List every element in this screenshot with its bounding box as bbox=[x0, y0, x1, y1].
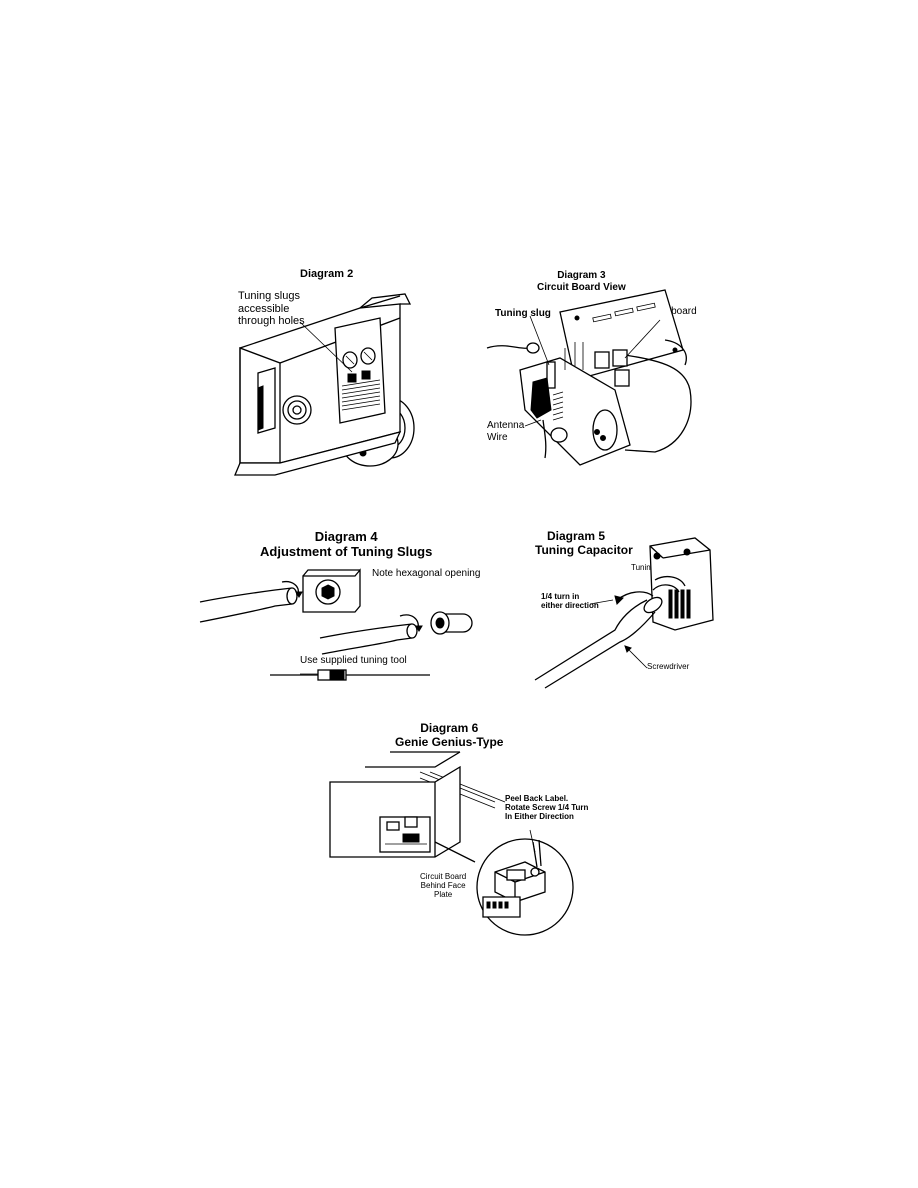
diagram-5-title-line2: Tuning Capacitor bbox=[535, 542, 633, 557]
diagram-4-title: Diagram 4 Adjustment of Tuning Slugs bbox=[260, 529, 433, 560]
antenna-block bbox=[530, 377, 552, 419]
diagram-6-illustration bbox=[329, 751, 574, 936]
diagram-3-title-line2: Circuit Board View bbox=[537, 281, 626, 293]
diagram-3: Diagram 3 Circuit Board View Tuning slug… bbox=[485, 270, 705, 485]
tuning-slugs-label: Tuning slugs accessible through holes bbox=[238, 290, 305, 328]
tuning-slug-label: Tuning slug bbox=[495, 308, 551, 319]
quarter-turn-label-line: 1/4 turn in bbox=[541, 592, 580, 601]
diagram-5-title: Diagram 5 Tuning Capacitor bbox=[535, 529, 633, 558]
diagram-3-title: Diagram 3 Circuit Board View bbox=[537, 270, 626, 293]
diagram-5-illustration bbox=[534, 537, 714, 689]
peel-label-line: Peel Back Label. bbox=[505, 794, 569, 803]
peel-label-line: In Either Direction bbox=[505, 812, 574, 822]
circuit-board-face-plate-line: Circuit Board bbox=[420, 872, 467, 881]
diagram-4-title-line2: Adjustment of Tuning Slugs bbox=[260, 543, 433, 559]
screwdriver-label: Screwdriver bbox=[647, 662, 690, 671]
diagram-6: Diagram 6 Genie Genius-Type Peel Back La… bbox=[325, 721, 595, 937]
antenna-wire-label: Antenna Wire bbox=[487, 420, 524, 443]
diagram-4-title-line1: Diagram 4 bbox=[314, 529, 378, 544]
diagram-2-illustration bbox=[234, 293, 415, 476]
diagram-3-title-line1: Diagram 3 bbox=[557, 270, 606, 281]
diagram-5: Diagram 5 Tuning Capacitor Tuning capaci… bbox=[534, 529, 725, 690]
diagram-4-illustration bbox=[199, 568, 473, 681]
tuning-tool-note: Use supplied tuning tool bbox=[300, 655, 407, 666]
circuit-board-face-plate-line: Behind Face bbox=[420, 881, 466, 891]
tuning-slugs-label-line: accessible bbox=[238, 302, 290, 315]
quarter-turn-label-line: either direction bbox=[541, 601, 599, 611]
diagram-6-title: Diagram 6 Genie Genius-Type bbox=[395, 721, 504, 750]
peel-label-instruction: Peel Back Label. Rotate Screw 1/4 Turn I… bbox=[505, 794, 588, 822]
diagram-4: Diagram 4 Adjustment of Tuning Slugs Not… bbox=[199, 529, 485, 690]
antenna-wire-label-line: Wire bbox=[487, 431, 508, 443]
tuning-slugs-label-line: through holes bbox=[238, 315, 305, 328]
diagram-6-title-line1: Diagram 6 bbox=[420, 721, 479, 735]
socket bbox=[282, 395, 312, 425]
circuit-board-face-plate-line: Plate bbox=[434, 890, 453, 900]
capacitor-block bbox=[649, 537, 714, 631]
diagram-6-title-line2: Genie Genius-Type bbox=[395, 734, 504, 749]
diagram-5-title-line1: Diagram 5 bbox=[547, 529, 606, 543]
diagram-2-title: Diagram 2 bbox=[300, 268, 354, 280]
diagram-2: Diagram 2 Tuning slugs accessible throug… bbox=[230, 268, 430, 493]
quarter-turn-label: 1/4 turn in either direction bbox=[541, 592, 599, 610]
circuit-board-face-plate-label: Circuit Board Behind Face Plate bbox=[420, 872, 466, 900]
diagram-3-illustration bbox=[486, 289, 692, 466]
tuning-slugs-label-line: Tuning slugs bbox=[238, 290, 300, 302]
peel-label-line: Rotate Screw 1/4 Turn bbox=[505, 803, 589, 813]
antenna-wire-label-line: Antenna bbox=[487, 420, 525, 431]
hex-opening-note: Note hexagonal opening bbox=[372, 568, 481, 579]
